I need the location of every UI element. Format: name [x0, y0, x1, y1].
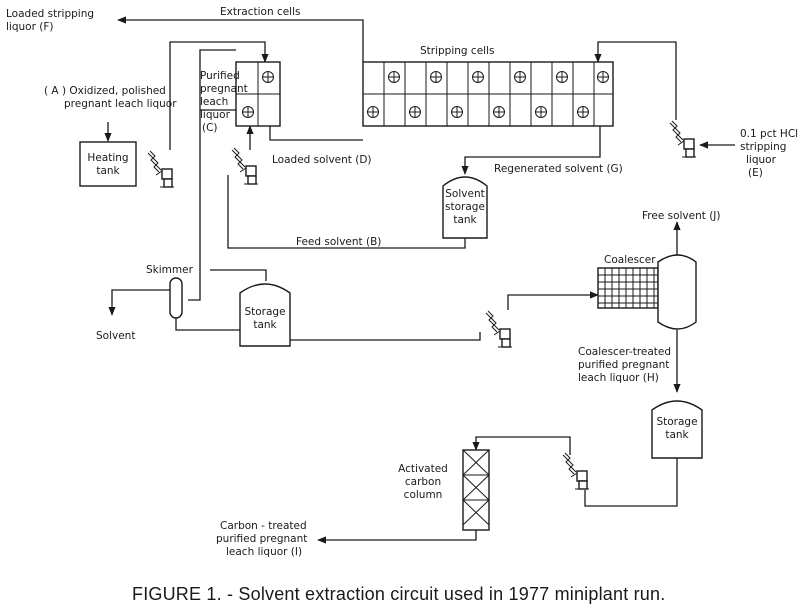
activated-carbon-label-3: column — [403, 489, 443, 501]
coalescer — [597, 254, 697, 330]
coalescer-treated-label-2: purified pregnant — [578, 359, 670, 371]
storage-tank-1-label-2: tank — [253, 319, 277, 331]
heating-tank — [79, 141, 137, 187]
hcl-label-1: 0.1 pct HCl — [740, 128, 799, 140]
coalescer-label: Coalescer — [604, 254, 656, 266]
extraction-cells — [235, 61, 281, 127]
storage-tank-2 — [651, 400, 703, 459]
loaded-stripping-label-2: liquor (F) — [6, 21, 54, 33]
solvent-out-label: Solvent — [96, 330, 136, 342]
purified-label-4: liquor — [200, 109, 230, 121]
coalescer-treated-label-1: Coalescer-treated — [578, 346, 672, 358]
pump-coalescer — [485, 310, 513, 348]
pump-solvent — [231, 147, 259, 185]
feed-solvent-label: Feed solvent (B) — [296, 236, 382, 248]
regenerated-solvent-label: Regenerated solvent (G) — [494, 163, 623, 175]
purified-label-5: (C) — [202, 122, 218, 134]
purified-label-1: Purified — [200, 70, 240, 82]
carbon-treated-label-2: purified pregnant — [216, 533, 308, 545]
extraction-cells-label: Extraction cells — [220, 6, 301, 18]
stripping-cells — [362, 61, 614, 127]
storage-tank-2-label-1: Storage — [656, 416, 698, 428]
stripping-cells-label: Stripping cells — [420, 45, 495, 57]
heating-tank-label-1: Heating — [87, 152, 129, 164]
figure-caption: FIGURE 1. - Solvent extraction circuit u… — [132, 584, 666, 604]
hcl-label-3: liquor — [746, 154, 776, 166]
oxidized-label-1: ( A ) Oxidized, polished — [44, 85, 166, 97]
pump-feed — [147, 150, 175, 188]
purified-label-3: leach — [200, 96, 229, 108]
solvent-storage-label-1: Solvent — [445, 188, 485, 200]
coalescer-treated-label-3: leach liquor (H) — [578, 372, 659, 384]
solvent-storage-label-2: storage — [445, 201, 485, 213]
solvent-storage-label-3: tank — [453, 214, 477, 226]
skimmer — [169, 277, 183, 319]
pump-hcl — [669, 120, 697, 158]
storage-tank-1 — [239, 283, 291, 347]
pump-carbon — [562, 452, 590, 490]
hcl-label-4: (E) — [748, 167, 763, 179]
oxidized-label-2: pregnant leach liquor — [64, 98, 177, 110]
carbon-treated-label-1: Carbon - treated — [220, 520, 307, 532]
loaded-stripping-label-1: Loaded stripping — [6, 8, 95, 20]
activated-carbon-label-1: Activated — [398, 463, 448, 475]
skimmer-label: Skimmer — [146, 264, 193, 276]
activated-carbon-column — [462, 449, 490, 531]
purified-label-2: pregnant — [200, 83, 248, 95]
heating-tank-label-2: tank — [96, 165, 120, 177]
loaded-solvent-label: Loaded solvent (D) — [272, 154, 372, 166]
activated-carbon-label-2: carbon — [404, 476, 442, 488]
storage-tank-1-label-1: Storage — [244, 306, 286, 318]
free-solvent-label: Free solvent (J) — [642, 210, 721, 222]
storage-tank-2-label-2: tank — [665, 429, 689, 441]
solvent-storage-tank — [442, 176, 488, 239]
carbon-treated-label-3: leach liquor (I) — [226, 546, 303, 558]
hcl-label-2: stripping — [740, 141, 787, 153]
